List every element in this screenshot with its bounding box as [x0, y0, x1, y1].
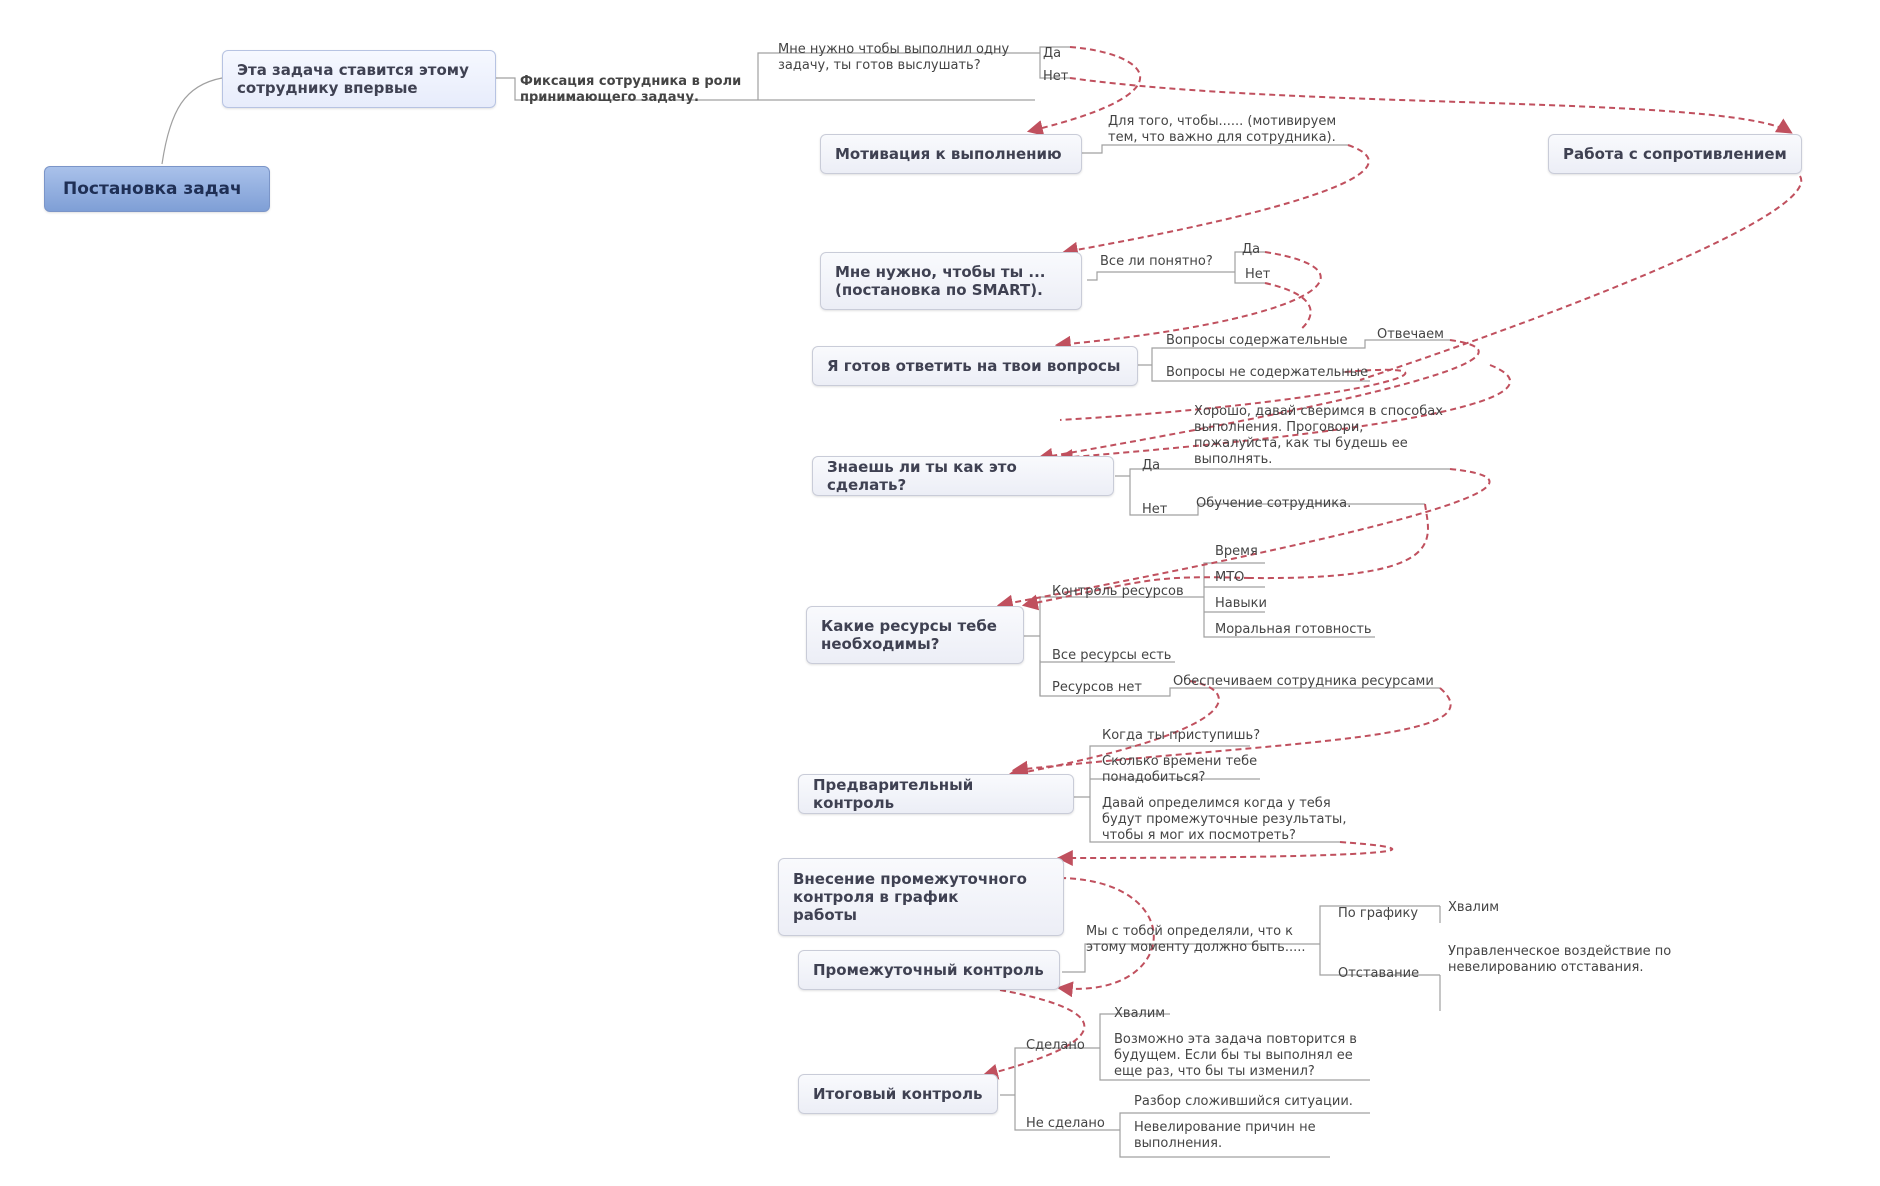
label-yes-3: Да	[1142, 458, 1161, 473]
label-fix-employee-role: Фиксация сотрудника в роли принимающего …	[520, 74, 742, 105]
node-schedule-interim[interactable]: Внесение промежуточного контроля в графи…	[778, 858, 1064, 936]
root-topic[interactable]: Постановка задач	[44, 166, 270, 212]
node-ready-answer[interactable]: Я готов ответить на твои вопросы	[812, 346, 1138, 386]
label-resource-control: Контроль ресурсов	[1052, 584, 1184, 599]
flow-arrows	[981, 46, 1803, 1080]
label-analysis: Разбор сложившийся ситуации.	[1134, 1094, 1353, 1109]
label-leveling: Невелирование причин не выполнения.	[1134, 1120, 1316, 1151]
label-no-2: Нет	[1245, 267, 1271, 282]
label-resources-all: Все ресурсы есть	[1052, 648, 1172, 663]
node-motivation[interactable]: Мотивация к выполнению	[820, 134, 1082, 174]
label-time: Время	[1215, 544, 1258, 559]
label-so-that: Для того, чтобы...... (мотивируем тем, ч…	[1108, 114, 1337, 145]
label-when-start: Когда ты приступишь?	[1102, 728, 1261, 743]
node-resources[interactable]: Какие ресурсы тебе необходимы?	[806, 606, 1024, 664]
label-mto: МТО	[1215, 570, 1245, 585]
label-not-done: Не сделано	[1026, 1116, 1105, 1131]
node-pre-control[interactable]: Предварительный контроль	[798, 774, 1074, 814]
label-lagging: Отставание	[1338, 966, 1420, 981]
label-management-action: Управленческое воздействие по невелирова…	[1448, 944, 1672, 975]
node-first-time-task[interactable]: Эта задача ставится этому сотруднику впе…	[222, 50, 496, 108]
node-mid-control[interactable]: Промежуточный контроль	[798, 950, 1060, 990]
label-praise-2: Хвалим	[1114, 1006, 1166, 1021]
node-smart[interactable]: Мне нужно, чтобы ты ... (постановка по S…	[820, 252, 1082, 310]
label-praise-1: Хвалим	[1448, 900, 1500, 915]
label-yes-2: Да	[1242, 242, 1261, 257]
label-resources-none: Ресурсов нет	[1052, 680, 1142, 695]
label-provide-resources: Обеспечиваем сотрудника ресурсами	[1173, 674, 1434, 689]
label-we-defined: Мы с тобой определяли, что к этому момен…	[1086, 924, 1306, 955]
node-know-how[interactable]: Знаешь ли ты как это сделать?	[812, 456, 1114, 496]
label-no-3: Нет	[1142, 502, 1168, 517]
label-yes-1: Да	[1043, 46, 1062, 61]
label-maybe-repeat: Возможно эта задача повторится в будущем…	[1114, 1032, 1357, 1079]
label-questions-content: Вопросы содержательные	[1166, 333, 1348, 348]
label-questions-noncontent: Вопросы не содержательные	[1166, 365, 1369, 380]
label-no-1: Нет	[1043, 69, 1069, 84]
label-interim-results: Давай определимся когда у тебя будут про…	[1102, 796, 1347, 843]
label-skills: Навыки	[1215, 596, 1267, 611]
label-on-schedule: По графику	[1338, 906, 1419, 921]
tree-connectors	[161, 46, 1450, 1158]
node-final-control[interactable]: Итоговый контроль	[798, 1074, 998, 1114]
label-training: Обучение сотрудника.	[1196, 496, 1352, 511]
label-need-listen: Мне нужно чтобы выполнил одну задачу, ты…	[778, 42, 1010, 73]
label-answer: Отвечаем	[1377, 327, 1444, 342]
node-resistance[interactable]: Работа с сопротивлением	[1548, 134, 1802, 174]
label-all-clear: Все ли понятно?	[1100, 254, 1213, 269]
label-moral: Моральная готовность	[1215, 622, 1372, 637]
label-done: Сделано	[1026, 1038, 1085, 1053]
label-check-methods: Хорошо, давай сверимся в способах выполн…	[1194, 404, 1443, 467]
label-how-long: Сколько времени тебе понадобиться?	[1102, 754, 1258, 785]
